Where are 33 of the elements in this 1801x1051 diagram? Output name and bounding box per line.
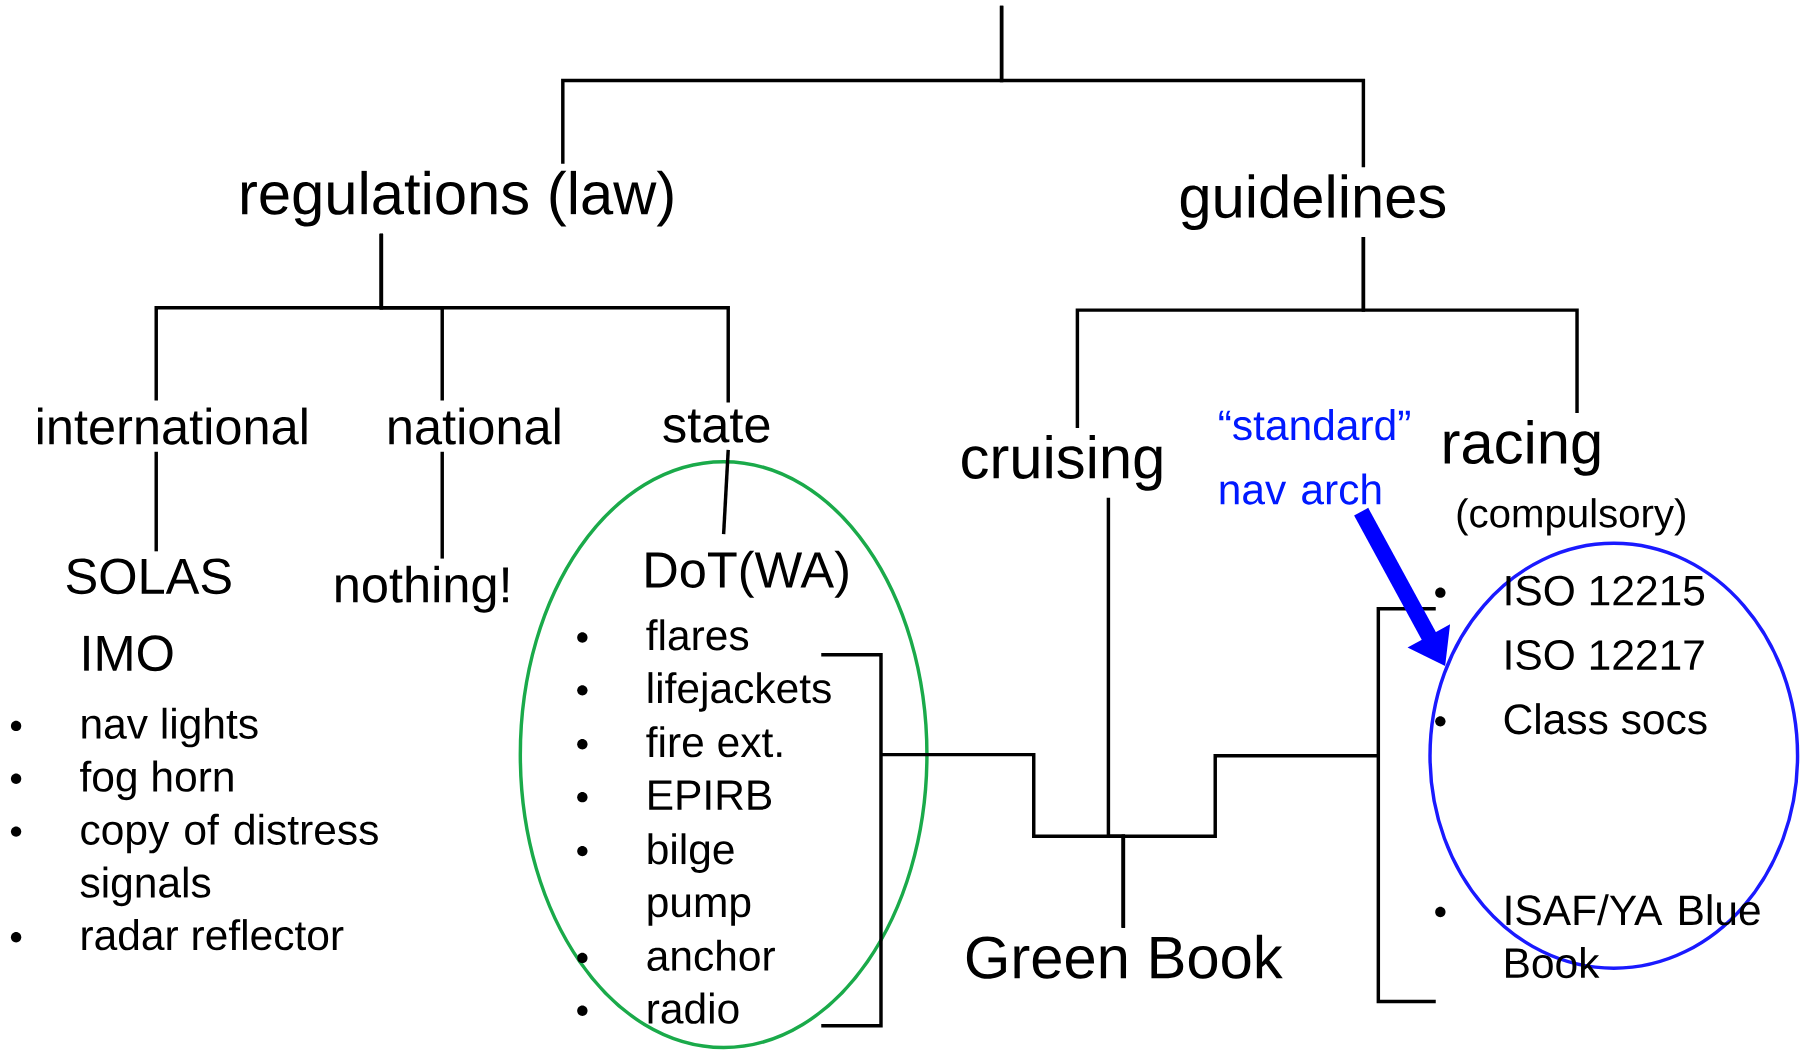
list-item: nav lights [82, 707, 258, 748]
list-item: Class socs [1504, 703, 1707, 735]
subheading: international [38, 407, 307, 445]
list-item: radar reflector [82, 919, 344, 951]
list-item: flares [646, 619, 749, 651]
connector-line [1121, 754, 1379, 928]
subheading: DoT(WA) [646, 550, 848, 598]
connector-line [379, 233, 730, 403]
text-label: Green Book [966, 934, 1283, 979]
text-label: SOLAS IMO [66, 558, 231, 672]
subheading: state [663, 409, 770, 443]
subheading: racing [1444, 420, 1600, 476]
connector-line [154, 451, 158, 552]
connector-line [999, 5, 1366, 168]
heading: regulations (law) [241, 170, 673, 227]
connector-line [1361, 237, 1579, 414]
list-item: fire ext. [646, 726, 782, 758]
list-item: bilge pump [648, 833, 751, 926]
heading: guidelines [1180, 174, 1446, 230]
annotation: “standard” nav arch [1219, 409, 1410, 505]
connector-line [721, 449, 730, 535]
list-item: anchor [647, 939, 775, 971]
subheading: cruising [962, 435, 1162, 491]
list-item: lifejackets [648, 672, 831, 712]
subheading: national [389, 407, 560, 445]
list-item: EPIRB [649, 780, 771, 810]
list-item: radio [648, 992, 739, 1024]
text-label: nothing! [336, 565, 508, 613]
list-item: ISO 12217 [1506, 640, 1704, 671]
list-item: fog horn [80, 760, 233, 801]
connector-line [440, 451, 444, 559]
list-item: ISO 12215 [1506, 575, 1705, 606]
text-label: (compulsory) [1457, 498, 1685, 536]
